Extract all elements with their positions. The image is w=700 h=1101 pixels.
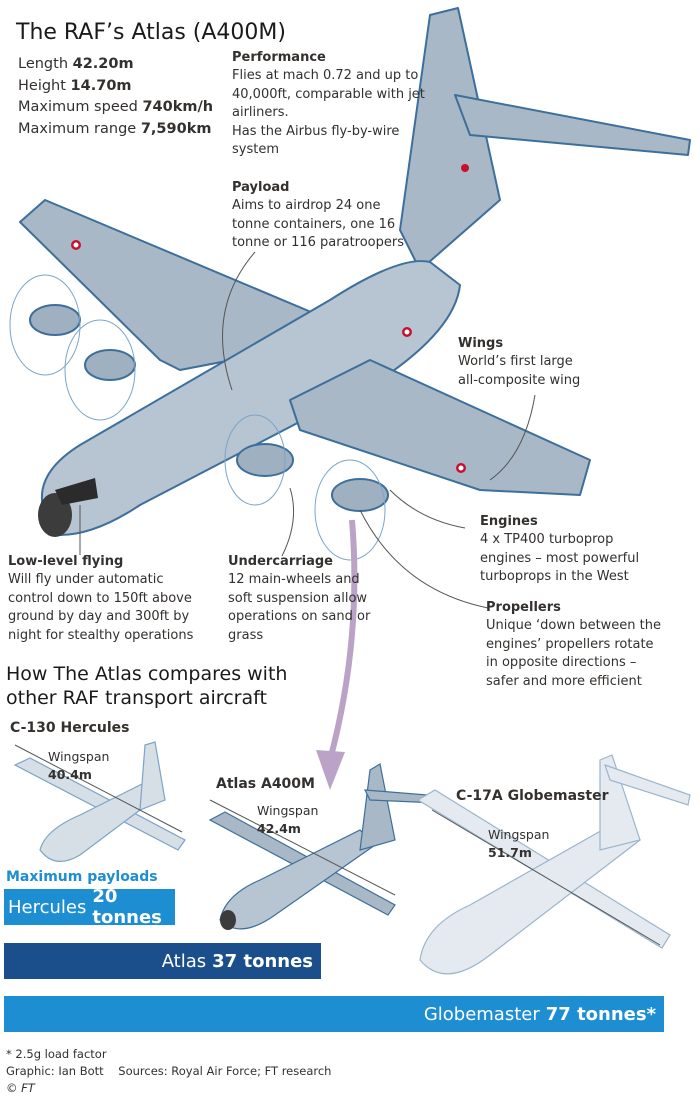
spec-max-speed: Maximum speed 740km/h bbox=[18, 99, 214, 115]
far-engine-1 bbox=[29, 304, 81, 336]
globemaster-drawing bbox=[416, 754, 691, 975]
near-engine-1 bbox=[236, 443, 294, 477]
footer: * 2.5g load factor Graphic: Ian Bott Sou… bbox=[6, 1046, 331, 1097]
leader-lines bbox=[79, 251, 536, 609]
cockpit-windows bbox=[55, 478, 98, 505]
payloads-heading: Maximum payloads bbox=[6, 869, 158, 885]
spec-max-range: Maximum range 7,590km bbox=[18, 120, 212, 137]
note-undercarriage: Undercarriage 12 main-wheels and soft su… bbox=[228, 554, 371, 643]
note-engines: Engines 4 x TP400 turboprop engines – mo… bbox=[480, 514, 640, 584]
atlas-small-drawing bbox=[208, 763, 441, 930]
horizontal-stabiliser bbox=[454, 94, 691, 156]
tail-fin bbox=[399, 7, 501, 271]
hercules-label: C-130 Hercules bbox=[10, 720, 130, 736]
atlas-label: Atlas A400M bbox=[216, 776, 315, 792]
copyright: © FT bbox=[6, 1081, 35, 1095]
footnote: * 2.5g load factor bbox=[6, 1047, 107, 1061]
spec-length: Length 42.20m bbox=[18, 56, 134, 72]
compare-arrowhead bbox=[316, 750, 345, 790]
hercules-wingspan: Wingspan 40.4m bbox=[48, 749, 110, 782]
note-low-level-flying: Low-level flying Will fly under automati… bbox=[8, 554, 194, 643]
hercules-drawing bbox=[13, 741, 186, 862]
page-title: The RAF’s Atlas (A400M) bbox=[16, 20, 286, 45]
note-payload: Payload Aims to airdrop 24 one tonne con… bbox=[232, 180, 404, 250]
near-wing bbox=[289, 359, 591, 496]
spec-list: Length 42.20m Height 14.70m Maximum spee… bbox=[18, 54, 213, 140]
compare-arrow bbox=[327, 519, 358, 761]
compare-title: How The Atlas compares with other RAF tr… bbox=[6, 663, 288, 709]
globemaster-wingspan: Wingspan 51.7m bbox=[488, 827, 550, 860]
propeller-discs bbox=[9, 274, 386, 561]
globemaster-label: C-17A Globemaster bbox=[456, 788, 609, 804]
wingspan-lines bbox=[14, 744, 661, 946]
atlas-main-drawing bbox=[19, 7, 691, 537]
atlas-wingspan: Wingspan 42.4m bbox=[257, 803, 319, 836]
roundels bbox=[71, 164, 469, 473]
note-propellers: Propellers Unique ‘down between the engi… bbox=[486, 600, 662, 689]
note-wings: Wings World’s first large all-composite … bbox=[458, 336, 581, 388]
credits: Graphic: Ian Bott Sources: Royal Air For… bbox=[6, 1064, 332, 1078]
far-engine-2 bbox=[84, 349, 136, 381]
note-performance: Performance Flies at mach 0.72 and up to… bbox=[232, 50, 425, 157]
spec-height: Height 14.70m bbox=[18, 77, 132, 94]
